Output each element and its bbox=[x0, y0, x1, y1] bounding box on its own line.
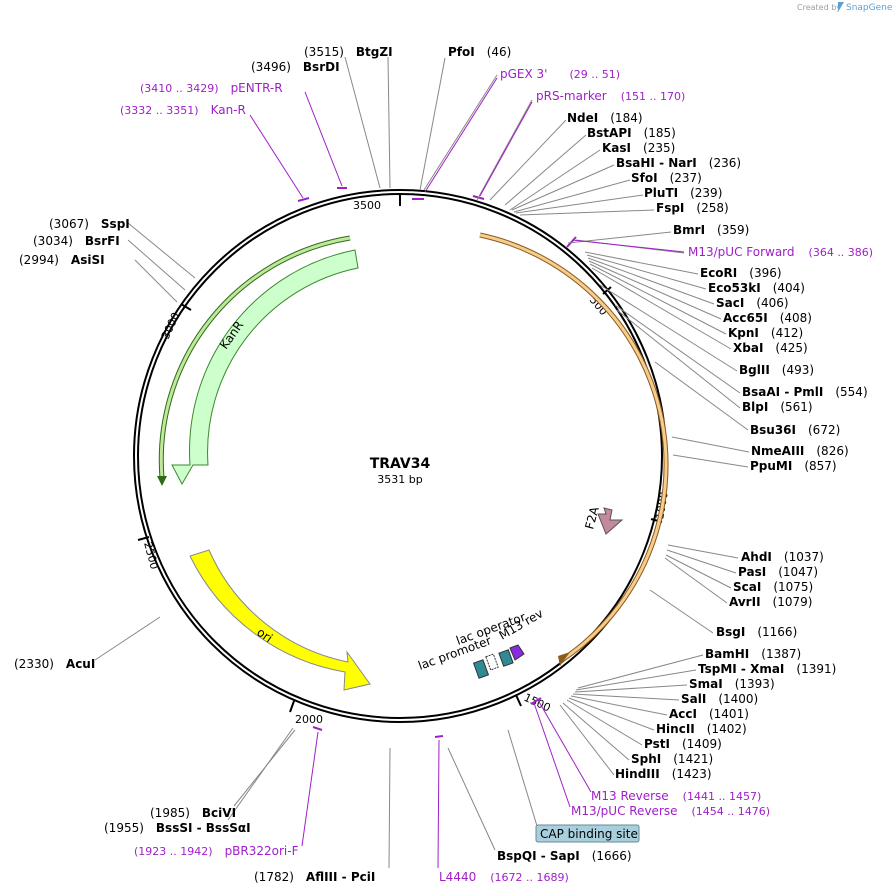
primer-mark-kan-r bbox=[297, 197, 310, 202]
enzyme-label: Bsu36I(672) bbox=[750, 423, 840, 437]
tick-3000 bbox=[180, 303, 192, 311]
primer-label: M13/pUC Forward(364 .. 386) bbox=[688, 245, 873, 259]
enzyme-label: BglII(493) bbox=[739, 363, 814, 377]
enzyme-label: ScaI(1075) bbox=[733, 580, 813, 594]
enzyme-label: (1955)BssSI - BssSαI bbox=[104, 821, 251, 835]
primer-label: (1923 .. 1942)pBR322ori-F bbox=[134, 844, 299, 858]
enzyme-labels-bottom: BspQI - SapI(1666) (1782)AflIII - PciI bbox=[254, 849, 632, 884]
kanr-arc bbox=[159, 236, 351, 479]
enzyme-label: KasI(235) bbox=[602, 141, 675, 155]
m13-rev-feature bbox=[509, 644, 525, 661]
enzyme-label: BsaHI - NarI(236) bbox=[616, 156, 741, 170]
tick-label-2000: 2000 bbox=[295, 713, 323, 726]
enzyme-label: HindIII(1423) bbox=[615, 767, 712, 781]
enzyme-label: BstAPI(185) bbox=[587, 126, 676, 140]
enzyme-label: NmeAIII(826) bbox=[751, 444, 849, 458]
enzyme-label: PluTI(239) bbox=[644, 186, 722, 200]
enzyme-label: Acc65I(408) bbox=[723, 311, 812, 325]
tick-500 bbox=[602, 286, 612, 295]
enzyme-label: BamHI(1387) bbox=[705, 647, 801, 661]
primer-label: M13 Reverse(1441 .. 1457) bbox=[591, 789, 761, 803]
primer-mark-pbr322ori bbox=[312, 726, 323, 731]
tick-label-3000: 3000 bbox=[159, 310, 183, 341]
tick-label-3500: 3500 bbox=[353, 199, 381, 212]
f2a-label: F2A bbox=[582, 504, 602, 530]
tick-2500 bbox=[137, 536, 150, 541]
plasmid-length: 3531 bp bbox=[377, 473, 422, 486]
orf-arc-outline bbox=[479, 232, 669, 663]
enzyme-label: SfoI(237) bbox=[631, 171, 702, 185]
enzyme-label: (3515)BtgZI bbox=[304, 45, 393, 59]
primer-leader-lines bbox=[249, 77, 685, 869]
primer-marks bbox=[297, 187, 577, 738]
kanr-feature-arrow bbox=[171, 249, 359, 486]
enzyme-label: Eco53kI(404) bbox=[708, 281, 805, 295]
lac-operator-block bbox=[485, 653, 499, 671]
enzyme-label: NdeI(184) bbox=[567, 111, 643, 125]
primer-label: (3332 .. 3351)Kan-R bbox=[120, 103, 246, 117]
enzyme-label: (2330)AcuI bbox=[14, 657, 95, 671]
enzyme-label: HincII(1402) bbox=[656, 722, 747, 736]
enzyme-label: BmrI(359) bbox=[673, 223, 749, 237]
snapgene-brand-text: SnapGene bbox=[846, 3, 893, 13]
cap-binding-site-label: CAP binding site bbox=[540, 827, 638, 841]
primer-label: pRS-marker(151 .. 170) bbox=[536, 89, 685, 103]
enzyme-label: XbaI(425) bbox=[733, 341, 808, 355]
enzyme-label: BsgI(1166) bbox=[716, 625, 797, 639]
orf-arc-arrowhead bbox=[558, 652, 570, 666]
enzyme-label: (1782)AflIII - PciI bbox=[254, 870, 375, 884]
plasmid-name: TRAV34 bbox=[370, 456, 431, 472]
f2a-feature-arrow bbox=[597, 507, 624, 535]
enzyme-label: (1985)BciVI bbox=[150, 806, 236, 820]
snapgene-logo-icon bbox=[838, 2, 844, 12]
enzyme-label: AvrII(1079) bbox=[729, 595, 812, 609]
enzyme-label: AhdI(1037) bbox=[741, 550, 824, 564]
primer-mark-l4440 bbox=[434, 735, 444, 738]
enzyme-label: EcoRI(396) bbox=[700, 266, 782, 280]
enzyme-label: (2994)AsiSI bbox=[19, 253, 105, 267]
enzyme-label: (3034)BsrFI bbox=[33, 234, 120, 248]
primer-mark-m13-puc-forward bbox=[566, 236, 577, 248]
primer-label: (3410 .. 3429)pENTR-R bbox=[140, 81, 283, 95]
leader-lines bbox=[94, 56, 750, 869]
enzyme-label: SalI(1400) bbox=[681, 692, 758, 706]
kanr-arc-arrowhead bbox=[157, 476, 167, 486]
enzyme-label: BspQI - SapI(1666) bbox=[497, 849, 632, 863]
enzyme-label: PasI(1047) bbox=[738, 565, 818, 579]
tick-marks bbox=[137, 194, 663, 713]
enzyme-label: BsaAI - PmlI(554) bbox=[742, 385, 868, 399]
enzyme-label: PpuMI(857) bbox=[750, 459, 837, 473]
enzyme-label: SmaI(1393) bbox=[689, 677, 775, 691]
enzyme-label: KpnI(412) bbox=[728, 326, 803, 340]
ori-feature-arrow bbox=[189, 549, 371, 691]
enzyme-label: AccI(1401) bbox=[669, 707, 749, 721]
primer-labels: pGEX 3'(29 .. 51) pRS-marker(151 .. 170)… bbox=[120, 67, 873, 884]
tick-1500 bbox=[515, 694, 522, 707]
enzyme-labels-left: (3515)BtgZI (3496)BsrDI (3067)SspI (3034… bbox=[14, 45, 393, 835]
primer-label: M13/pUC Reverse(1454 .. 1476) bbox=[571, 804, 770, 818]
enzyme-label: (3496)BsrDI bbox=[251, 60, 340, 74]
tick-label-2500: 2500 bbox=[141, 540, 161, 570]
enzyme-labels-right: PfoI(46) NdeI(184) BstAPI(185) KasI(235)… bbox=[448, 45, 868, 781]
enzyme-label: (3067)SspI bbox=[49, 217, 130, 231]
primer-label: L4440(1672 .. 1689) bbox=[439, 870, 569, 884]
primer-label: pGEX 3'(29 .. 51) bbox=[500, 67, 620, 81]
enzyme-label: BlpI(561) bbox=[742, 400, 813, 414]
cap-block bbox=[498, 649, 514, 667]
cap-binding-site-box bbox=[535, 824, 640, 843]
enzyme-label: PstI(1409) bbox=[644, 737, 722, 751]
enzyme-label: SphI(1421) bbox=[631, 752, 713, 766]
enzyme-label: FspI(258) bbox=[656, 201, 729, 215]
primer-mark-m13-reverse bbox=[530, 697, 542, 705]
lac-promoter-block bbox=[472, 659, 490, 679]
orf-arc bbox=[479, 233, 668, 662]
tick-2000 bbox=[289, 700, 295, 713]
enzyme-label: PfoI(46) bbox=[448, 45, 511, 59]
enzyme-label: TspMI - XmaI(1391) bbox=[698, 662, 836, 676]
enzyme-label: SacI(406) bbox=[716, 296, 789, 310]
created-by-text: Created by bbox=[797, 3, 841, 12]
